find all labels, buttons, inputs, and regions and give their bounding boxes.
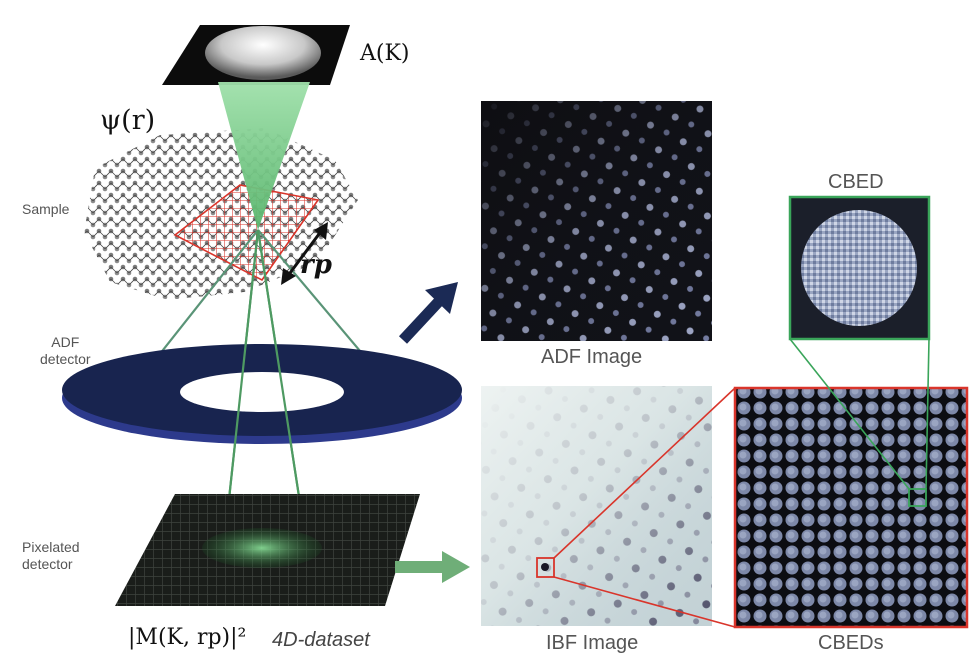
sample-label: Sample xyxy=(22,201,70,217)
sample-lattice xyxy=(84,128,358,300)
aperture-function-label: A(K) xyxy=(360,41,410,66)
cbeds-caption: CBEDs xyxy=(818,632,884,654)
adf-detector-ring xyxy=(62,344,462,444)
ibf-image xyxy=(481,386,712,626)
cbed-caption: CBED xyxy=(828,171,884,193)
arrow-to-ibf-image xyxy=(395,551,470,583)
cbed-image xyxy=(788,195,931,341)
adf-image-caption: ADF Image xyxy=(541,346,643,368)
dataset-label: 4D-dataset xyxy=(272,629,370,651)
adf-image xyxy=(481,101,712,341)
intensity-formula-label: |M(K, rp)|² xyxy=(128,625,247,650)
wavefunction-label: ψ(r) xyxy=(100,105,156,136)
aperture-plate xyxy=(162,25,350,85)
pixelated-detector xyxy=(115,494,420,606)
zoom-lines-red xyxy=(553,387,736,628)
arrow-to-adf-image xyxy=(398,282,458,344)
pixelated-detector-label: Pixelated detector xyxy=(22,539,80,572)
cbeds-image xyxy=(733,386,969,629)
ibf-image-caption: IBF Image xyxy=(546,632,639,654)
probe-position-label: rp xyxy=(300,250,332,280)
zoom-lines-green xyxy=(789,338,930,490)
probe-position-arrow xyxy=(281,222,328,285)
adf-detector-label: ADF detector xyxy=(40,334,91,367)
